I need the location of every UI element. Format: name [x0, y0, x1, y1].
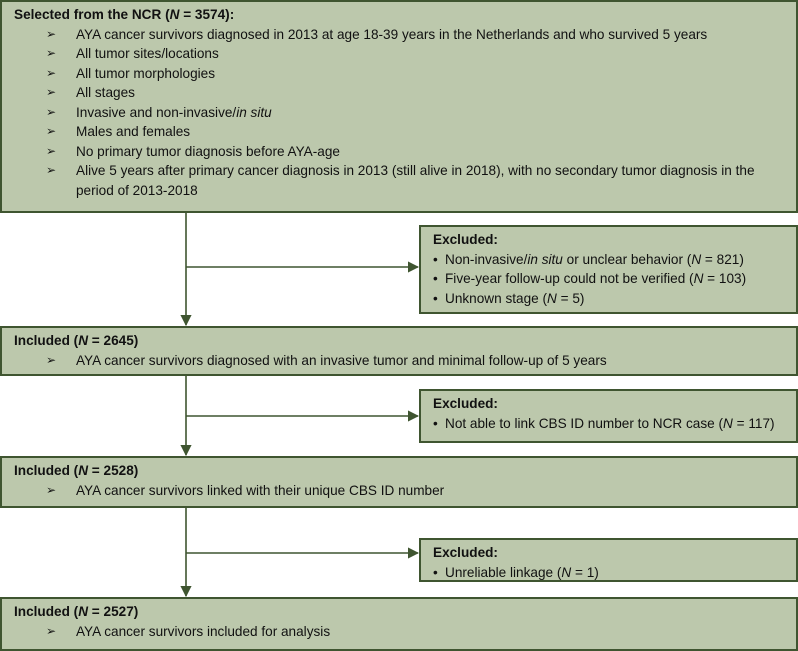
exclusion-item: •Not able to link CBS ID number to NCR c… [433, 414, 784, 434]
arrowhead-bullet-icon: ➢ [46, 124, 57, 138]
dot-bullet-icon: • [433, 290, 438, 306]
arrowhead-bullet-icon: ➢ [46, 482, 57, 497]
arrowhead-bullet-icon: ➢ [46, 104, 57, 119]
dot-bullet-icon: • [433, 251, 438, 267]
arrowhead-bullet-icon: ➢ [46, 46, 57, 60]
criterion-item: ➢All tumor morphologies [14, 64, 784, 84]
arrowhead-bullet-icon: ➢ [46, 623, 57, 638]
dot-bullet-icon: • [433, 271, 438, 286]
selected-from-ncr-box: Selected from the NCR (N = 3574): ➢AYA c… [0, 0, 798, 213]
criterion-item: ➢All tumor sites/locations [14, 44, 784, 64]
criterion-item: ➢AYA cancer survivors diagnosed with an … [14, 351, 784, 371]
included-box-1: Included (N = 2645) ➢AYA cancer survivor… [0, 326, 798, 376]
criterion-item: ➢All stages [14, 83, 784, 103]
excluded-box-2: Excluded: •Not able to link CBS ID numbe… [419, 389, 798, 443]
included-box-3: Included (N = 2527) ➢AYA cancer survivor… [0, 597, 798, 651]
exclusion-item: •Non-invasive/in situ or unclear behavio… [433, 250, 784, 270]
arrowhead-bullet-icon: ➢ [46, 26, 57, 41]
criterion-item: ➢AYA cancer survivors included for analy… [14, 622, 784, 642]
criterion-item: ➢AYA cancer survivors diagnosed in 2013 … [14, 25, 784, 45]
criterion-item: ➢Alive 5 years after primary cancer diag… [46, 163, 755, 198]
arrowhead-bullet-icon: ➢ [46, 65, 57, 80]
selected-heading: Selected from the NCR (N = 3574): [14, 7, 235, 22]
excluded-box-1: Excluded: •Non-invasive/in situ or uncle… [419, 225, 798, 314]
included-heading: Included (N = 2528) [14, 463, 139, 478]
exclusion-item: •Unreliable linkage (N = 1) [433, 563, 784, 583]
criterion-item: ➢AYA cancer survivors linked with their … [14, 481, 784, 501]
arrowhead-bullet-icon: ➢ [46, 85, 57, 99]
criterion-item: ➢No primary tumor diagnosis before AYA-a… [14, 142, 784, 162]
exclusion-item: •Unknown stage (N = 5) [433, 289, 784, 309]
excluded-title: Excluded: [433, 396, 498, 411]
criterion-item: ➢Invasive and non-invasive/in situ [14, 103, 784, 123]
included-heading: Included (N = 2645) [14, 333, 139, 348]
excluded-title: Excluded: [433, 545, 498, 560]
excluded-box-3: Excluded: •Unreliable linkage (N = 1) [419, 538, 798, 582]
included-heading: Included (N = 2527) [14, 604, 139, 619]
criterion-item: ➢Males and females [14, 122, 784, 142]
dot-bullet-icon: • [433, 564, 438, 580]
arrowhead-bullet-icon: ➢ [46, 352, 57, 367]
exclusion-item: •Five-year follow-up could not be verifi… [433, 269, 784, 289]
arrowhead-bullet-icon: ➢ [46, 163, 57, 177]
included-box-2: Included (N = 2528) ➢AYA cancer survivor… [0, 456, 798, 508]
arrowhead-bullet-icon: ➢ [46, 143, 57, 158]
excluded-title: Excluded: [433, 232, 498, 247]
dot-bullet-icon: • [433, 415, 438, 431]
